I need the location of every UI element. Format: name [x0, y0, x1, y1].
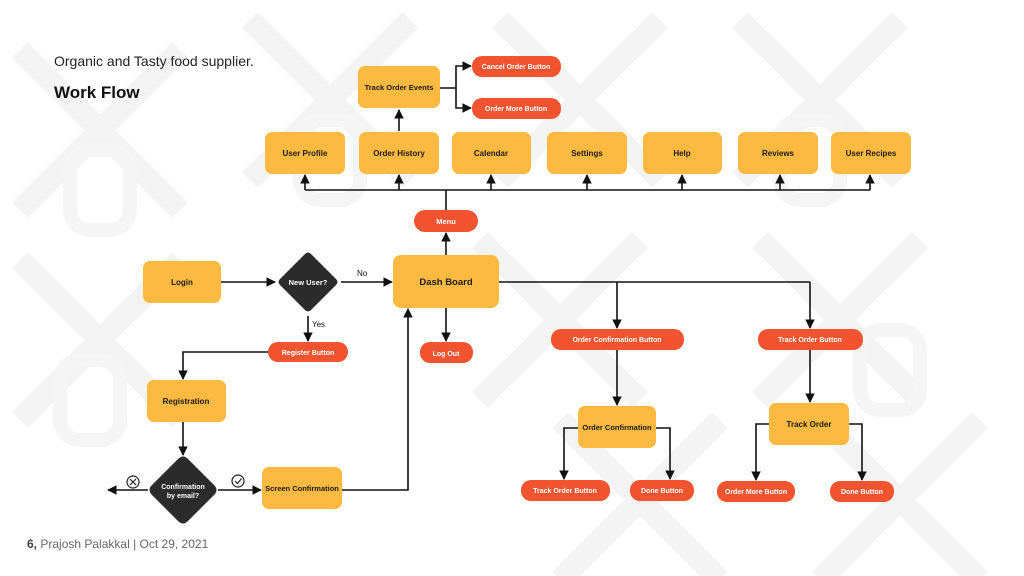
node-user-profile-label: User Profile — [283, 149, 328, 158]
node-order-more-button-bottom-label: Order More Button — [725, 489, 787, 496]
edge-trackevents-ordermore — [455, 88, 472, 113]
node-user-recipes[interactable]: User Recipes — [831, 132, 911, 174]
node-registration[interactable]: Registration — [147, 380, 226, 422]
node-cancel-order-button[interactable]: Cancel Order Button — [472, 56, 561, 77]
node-registration-label: Registration — [163, 397, 210, 406]
node-done-button-right[interactable]: Done Button — [830, 481, 894, 502]
node-confirmation-label-line1: Confirmation — [161, 484, 205, 491]
edge-label-no: No — [357, 269, 368, 278]
node-order-more-button-top[interactable]: Order More Button — [472, 98, 561, 119]
node-track-order-button-left-label: Track Order Button — [533, 488, 597, 495]
node-login-label: Login — [171, 278, 193, 287]
footer-text: Prajosh Palakkal | Oct 29, 2021 — [40, 537, 209, 551]
node-track-order-events-label: Track Order Events — [365, 83, 434, 92]
node-calendar[interactable]: Calendar — [452, 132, 531, 174]
node-dashboard[interactable]: Dash Board — [393, 255, 499, 308]
node-done-button-left-label: Done Button — [641, 488, 683, 495]
node-user-recipes-label: User Recipes — [846, 149, 897, 158]
node-user-profile[interactable]: User Profile — [265, 132, 345, 174]
edge-register-registration — [178, 351, 268, 380]
node-help-label: Help — [673, 149, 690, 158]
node-new-user-decision[interactable]: New User? — [278, 252, 338, 312]
node-order-history-label: Order History — [373, 149, 425, 158]
edge-trackevents-cancel — [440, 61, 472, 89]
circle-check-icon — [231, 474, 245, 488]
node-settings[interactable]: Settings — [547, 132, 627, 174]
node-dashboard-label: Dash Board — [419, 277, 473, 288]
edge-screen-dashboard — [342, 308, 413, 491]
page-title: Work Flow — [54, 83, 140, 102]
node-settings-label: Settings — [571, 149, 603, 158]
node-new-user-label: New User? — [289, 278, 328, 287]
node-track-order-events[interactable]: Track Order Events — [358, 66, 440, 108]
edge-orderconf-trackbtn — [559, 427, 578, 480]
node-order-more-button-bottom[interactable]: Order More Button — [717, 481, 795, 502]
node-confirmation-decision[interactable]: Confirmation by email? — [149, 456, 217, 524]
node-track-order-button-left[interactable]: Track Order Button — [521, 480, 610, 501]
connectors — [107, 61, 875, 495]
footer: 6, Prajosh Palakkal | Oct 29, 2021 — [27, 537, 208, 551]
node-track-order-button-right-label: Track Order Button — [778, 337, 842, 344]
page-subtitle: Organic and Tasty food supplier. — [54, 53, 254, 69]
node-screen-confirmation-label: Screen Confirmation — [265, 484, 339, 493]
node-order-more-button-top-label: Order More Button — [485, 106, 547, 113]
node-log-out[interactable]: Log Out — [420, 342, 473, 363]
node-reviews-label: Reviews — [762, 149, 795, 158]
edge-orderconf-donebtn — [656, 427, 675, 480]
node-order-history[interactable]: Order History — [359, 132, 439, 174]
page-number: 6, — [27, 537, 38, 551]
node-track-order[interactable]: Track Order — [769, 403, 849, 445]
node-done-button-left[interactable]: Done Button — [630, 480, 694, 501]
node-track-order-label: Track Order — [787, 420, 832, 429]
node-menu[interactable]: Menu — [414, 210, 478, 232]
circle-x-icon — [126, 475, 140, 489]
node-order-confirmation[interactable]: Order Confirmation — [578, 406, 656, 448]
node-reviews[interactable]: Reviews — [738, 132, 818, 174]
node-order-confirmation-label: Order Confirmation — [582, 423, 652, 432]
node-help[interactable]: Help — [643, 132, 722, 174]
node-calendar-label: Calendar — [474, 149, 508, 158]
node-register-button[interactable]: Register Button — [268, 342, 348, 362]
node-cancel-order-button-label: Cancel Order Button — [482, 64, 550, 71]
node-done-button-right-label: Done Button — [841, 489, 883, 496]
node-log-out-label: Log Out — [433, 351, 460, 358]
edge-trackorder-ordermore — [751, 423, 769, 481]
node-confirmation-label-line2: by email? — [167, 493, 199, 500]
node-menu-label: Menu — [436, 217, 456, 226]
node-track-order-button-right[interactable]: Track Order Button — [758, 329, 863, 350]
node-screen-confirmation[interactable]: Screen Confirmation — [262, 467, 342, 509]
node-register-button-label: Register Button — [282, 350, 335, 357]
node-login[interactable]: Login — [143, 261, 221, 303]
node-order-confirmation-button[interactable]: Order Confirmation Button — [551, 329, 684, 350]
edge-label-yes: Yes — [312, 320, 325, 329]
node-order-confirmation-button-label: Order Confirmation Button — [572, 337, 661, 344]
edge-trackorder-done — [849, 423, 867, 481]
